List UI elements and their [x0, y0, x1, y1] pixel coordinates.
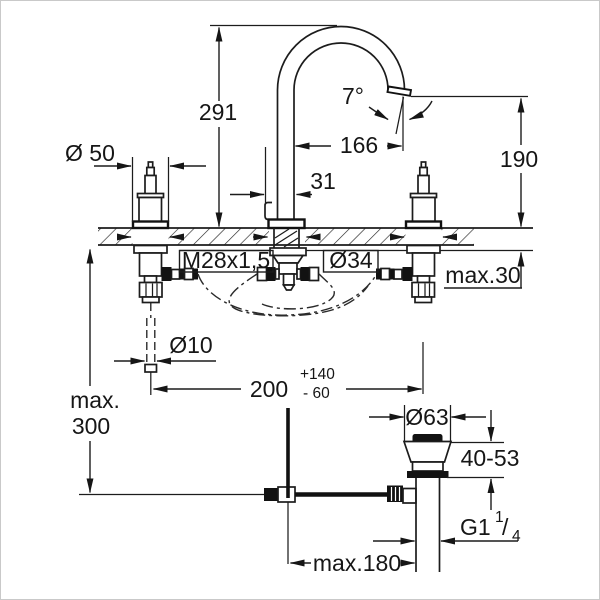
dim-rod-to-waste-plus-tolerance: +140 — [300, 366, 335, 383]
dim-spray-angle-label: 7° — [342, 83, 364, 109]
dim-rod-diameter-label: Ø10 — [169, 332, 212, 358]
spout — [264, 25, 413, 230]
spout-outlet-face — [386, 85, 413, 97]
dim-spout-reach-label: 166 — [340, 132, 378, 158]
dim-deck-hole-diameter-label: Ø34 — [329, 247, 373, 273]
waste-lock-ring — [407, 471, 449, 478]
spout-shank-assembly — [256, 228, 320, 291]
dim-below-deck-max-label-1: max. — [70, 387, 120, 413]
dimension-lines — [86, 24, 528, 567]
dim-waste-thread-label: G1 — [460, 514, 491, 540]
dim-spout-base-depth-label: 31 — [310, 168, 336, 194]
hole-callout-box — [322, 249, 379, 273]
dim-waste-height-range-label: 40-53 — [461, 445, 520, 471]
dim-spout-height-label: 291 — [199, 99, 237, 125]
right-valve — [376, 161, 443, 304]
dim-rod-to-waste-label: 200 — [250, 376, 288, 402]
dim-handle-base-diameter-label: Ø 50 — [65, 140, 115, 166]
dim-waste-flange-diameter-label: Ø63 — [405, 404, 448, 430]
left-valve — [131, 161, 198, 395]
flexible-hoses — [197, 273, 377, 317]
thread-callout-box — [178, 249, 274, 273]
dim-outlet-height-label: 190 — [500, 146, 538, 172]
dim-linkage-max-label: max.180 — [313, 550, 401, 576]
dim-rod-to-waste-minus-tolerance: - 60 — [303, 385, 330, 402]
dim-deck-max-thickness-label: max.30 — [445, 262, 520, 288]
popup-linkage — [79, 408, 417, 564]
drain-waste-assembly — [402, 434, 453, 572]
dim-below-deck-max-label-2: 300 — [72, 413, 110, 439]
spout-base-bracket — [264, 201, 278, 221]
spout-base-flange — [267, 218, 306, 230]
dim-waste-thread-slash: / — [502, 514, 509, 540]
dim-waste-thread-numerator: 1 — [495, 509, 504, 526]
dim-shank-thread-label: M28x1,5 — [182, 247, 270, 273]
dim-waste-thread-denominator: 4 — [512, 528, 521, 545]
